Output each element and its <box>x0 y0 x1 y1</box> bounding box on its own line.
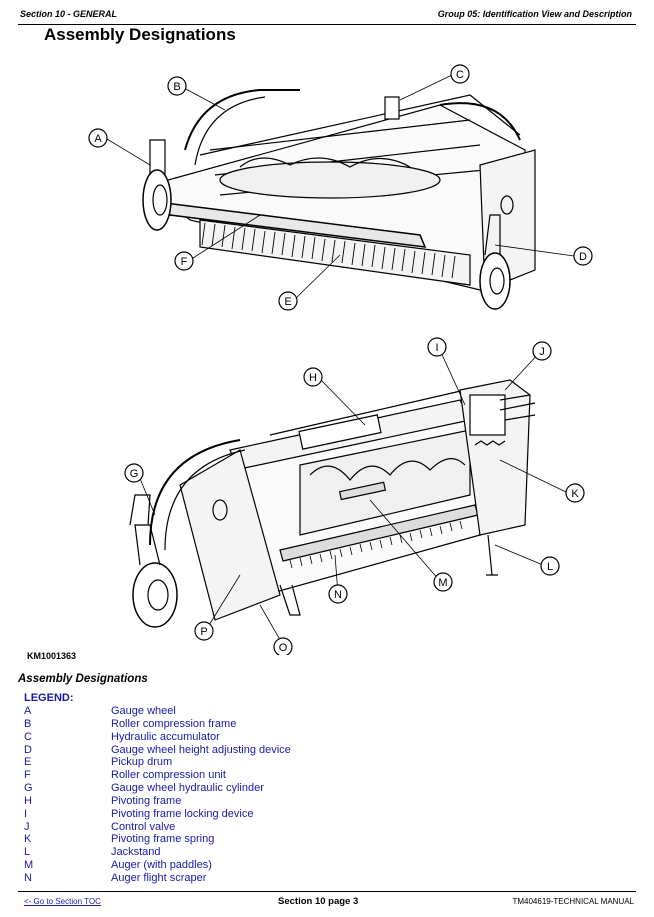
legend-label: Gauge wheel <box>111 705 176 717</box>
callout-p: P <box>200 626 207 638</box>
legend-key: I <box>24 807 28 820</box>
legend-key: G <box>24 782 33 795</box>
callout-b: B <box>173 81 180 93</box>
page-title: Assembly Designations <box>44 25 236 44</box>
bottom-machine-drawing <box>129 379 536 628</box>
legend-item: I Pivoting frame locking device <box>24 808 444 821</box>
callout-k: K <box>571 488 579 500</box>
legend-key: J <box>24 820 30 833</box>
legend-key: C <box>24 730 32 743</box>
legend-key: F <box>24 769 31 782</box>
callout-o: O <box>279 642 288 654</box>
legend-key: D <box>24 743 32 756</box>
legend-item: L Jackstand <box>24 846 444 859</box>
legend-item: M Auger (with paddles) <box>24 859 444 872</box>
legend-item: H Pivoting frame <box>24 795 444 808</box>
callout-f: F <box>181 256 188 268</box>
figure-id: KM1001363 <box>27 651 77 661</box>
legend-label: Gauge wheel hydraulic cylinder <box>111 782 264 795</box>
legend-label: Pivoting frame locking device <box>111 807 254 820</box>
callout-i: I <box>435 342 438 354</box>
page-header: Section 10 - GENERAL Group 05: Identific… <box>18 5 636 25</box>
figure-caption: Assembly Designations <box>18 673 148 685</box>
legend-label: Roller compression unit <box>111 769 226 782</box>
legend-label: Hydraulic accumulator <box>111 730 220 743</box>
callout-d: D <box>579 251 587 263</box>
legend-item: K Pivoting frame spring <box>24 833 444 846</box>
legend-label: Jackstand <box>111 846 161 859</box>
callout-n: N <box>334 589 342 601</box>
legend-key: L <box>24 846 31 859</box>
page-number: Section 10 page 3 <box>278 896 359 907</box>
legend-item: A Gauge wheel <box>24 705 444 718</box>
legend-item: B Roller compression frame <box>24 718 444 731</box>
callout-h: H <box>309 372 317 384</box>
callout-c: C <box>456 69 464 81</box>
callout-e: E <box>284 296 291 308</box>
assembly-illustration: A B C D E F G H I J K L M N O P <box>88 64 593 655</box>
legend-list: A Gauge wheel B Roller compression frame C… <box>24 705 444 885</box>
legend-key: B <box>24 717 32 730</box>
legend-label: Pickup drum <box>111 756 173 769</box>
callout-a: A <box>94 133 102 145</box>
legend-item: D Gauge wheel height adjusting device <box>24 744 444 757</box>
go-to-toc-link[interactable]: <- Go to Section TOC <box>24 897 101 906</box>
manual-id: TM404619-TECHNICAL MANUAL <box>512 897 634 906</box>
legend-item: N Auger flight scraper <box>24 872 444 885</box>
legend-label: Control valve <box>111 820 176 833</box>
callout-m: M <box>438 577 447 589</box>
legend-key: K <box>24 833 32 846</box>
callout-l: L <box>547 561 553 573</box>
legend-item: J Control valve <box>24 821 444 834</box>
top-machine-drawing <box>142 89 536 310</box>
legend-title: LEGEND: <box>24 692 74 704</box>
legend-key: N <box>24 871 32 884</box>
legend-label: Pivoting frame <box>111 794 182 807</box>
legend-label: Gauge wheel height adjusting device <box>111 743 291 756</box>
group-label: Group 05: Identification View and Descri… <box>437 9 632 19</box>
legend-key: A <box>24 705 32 717</box>
legend-label: Pivoting frame spring <box>111 833 215 846</box>
legend-label: Auger (with paddles) <box>111 859 212 872</box>
section-label: Section 10 - GENERAL <box>20 9 118 19</box>
legend-label: Auger flight scraper <box>111 871 207 884</box>
footer-divider <box>18 891 636 892</box>
legend-item: E Pickup drum <box>24 756 444 769</box>
legend-item: C Hydraulic accumulator <box>24 731 444 744</box>
legend-key: H <box>24 794 32 807</box>
legend-key: M <box>24 859 34 872</box>
legend-label: Roller compression frame <box>111 717 237 730</box>
legend-item: G Gauge wheel hydraulic cylinder <box>24 782 444 795</box>
callout-g: G <box>130 468 139 480</box>
legend-item: F Roller compression unit <box>24 769 444 782</box>
callout-j: J <box>539 346 545 358</box>
legend-key: E <box>24 756 32 769</box>
